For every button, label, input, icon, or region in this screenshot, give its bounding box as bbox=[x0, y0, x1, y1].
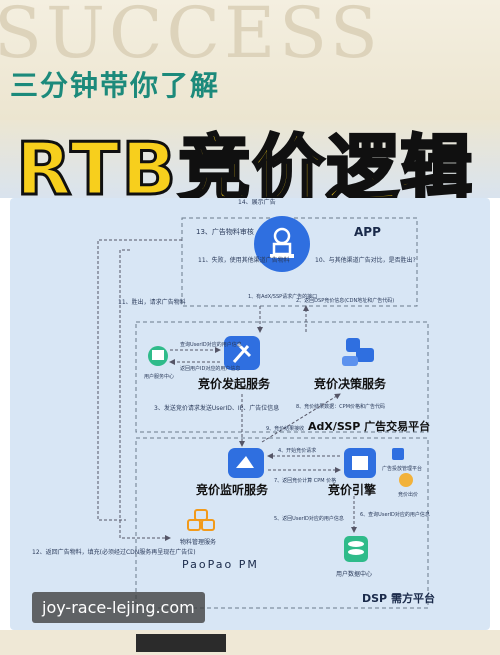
node-bid-initiate bbox=[224, 336, 260, 370]
footer-strip bbox=[0, 630, 500, 655]
step-11b: 11、失败，使用其他渠道广告物料 bbox=[198, 256, 290, 264]
node-ad-manage-label: 广告投放管理平台 bbox=[382, 465, 422, 472]
adx-frame bbox=[135, 321, 429, 433]
dsp-frame bbox=[135, 437, 429, 609]
dsp-frame-label: DSP 需方平台 bbox=[362, 591, 435, 605]
node-bid-engine-label: 竞价引擎 bbox=[328, 482, 376, 497]
user-info-query: 查询UserID对应的用户信息 bbox=[180, 341, 242, 348]
footer-mark bbox=[136, 634, 226, 652]
step-6: 6、查询UserID对应的用户信息 bbox=[360, 511, 430, 518]
step-9: 9、竞价结果接收 bbox=[266, 425, 304, 432]
user-info-return: 返回用户ID对应的用户信息 bbox=[180, 365, 240, 372]
adx-frame-label: AdX/SSP 广告交易平台 bbox=[308, 419, 430, 433]
step-7: 7、返回竞价计算 CPM 价格 bbox=[274, 477, 336, 484]
step-1: 1、有AdX/SSP请求广告的接口 bbox=[248, 293, 317, 300]
app-node bbox=[254, 216, 310, 272]
step-4: 4、开始竞价请求 bbox=[278, 447, 316, 454]
header-banner bbox=[0, 0, 500, 120]
source-url: joy-race-lejing.com bbox=[32, 592, 205, 623]
node-bidder-label: 竞价出价 bbox=[398, 491, 418, 498]
step-13: 13、广告物料审核 bbox=[196, 227, 254, 236]
diagram-svg: APP 14、展示广告 13、广告物料审核 11、失败，使用其他渠道广告物料 1… bbox=[32, 101, 435, 609]
node-material bbox=[187, 509, 215, 531]
step-10: 10、与其他渠道广告对比，是否胜出? bbox=[315, 256, 416, 264]
step-2: 2、返回DSP竞价信息(CDN地址和广告代码) bbox=[296, 297, 394, 304]
step-14: 14、展示广告 bbox=[238, 198, 276, 206]
node-bidder bbox=[399, 473, 413, 487]
watermark-text: SUCCESS bbox=[0, 0, 382, 74]
node-ad-manage bbox=[392, 448, 404, 460]
poster-subtitle: 三分钟带你了解 bbox=[10, 69, 221, 102]
step-5: 5、返回UserID对应的用户信息 bbox=[274, 515, 344, 522]
title-band bbox=[0, 120, 500, 198]
node-bid-listen-label: 竞价监听服务 bbox=[196, 482, 269, 497]
node-bid-decision-label: 竞价决策服务 bbox=[314, 376, 387, 391]
node-user-db bbox=[344, 536, 368, 562]
app-label: APP bbox=[354, 225, 381, 239]
node-user-center-left-label: 用户服务中心 bbox=[144, 373, 174, 380]
node-bid-decision bbox=[342, 338, 374, 366]
app-frame bbox=[181, 217, 418, 307]
node-material-label: 物料管理服务 bbox=[180, 538, 216, 546]
node-user-center-left bbox=[148, 346, 168, 366]
step-8: 8、竞价结果数据：CPM价格和广告代码 bbox=[296, 403, 385, 410]
node-bid-listen bbox=[228, 448, 264, 478]
paopao-logo: PaoPao PM bbox=[182, 558, 259, 571]
step-12: 12、返回广告物料，填充(必须经过CDN服务再呈现在广告位) bbox=[32, 548, 196, 556]
rtb-flow-diagram: APP 14、展示广告 13、广告物料审核 11、失败，使用其他渠道广告物料 1… bbox=[10, 101, 490, 630]
node-user-db-label: 用户数据中心 bbox=[336, 570, 372, 578]
node-bid-engine bbox=[344, 448, 376, 478]
node-bid-initiate-label: 竞价发起服务 bbox=[198, 376, 271, 391]
step-11: 11、胜出，请求广告物料 bbox=[118, 298, 186, 306]
step-3: 3、发送竞价请求发送UserID、IP、广告位信息 bbox=[154, 404, 279, 412]
